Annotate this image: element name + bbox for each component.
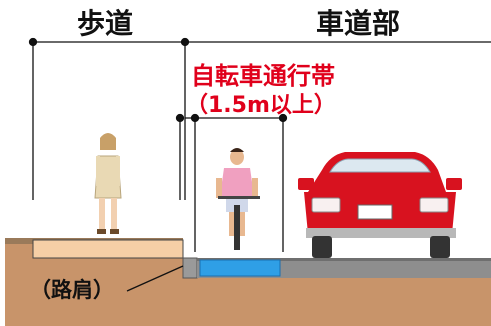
woman-walking-icon	[94, 133, 122, 234]
road-surface-top	[197, 258, 491, 261]
bike-lane-width-label: （1.5m以上）	[186, 93, 336, 118]
shoulder-label: （路肩）	[30, 278, 114, 302]
dimension-lines	[28, 37, 491, 292]
cyclist-icon	[216, 148, 260, 250]
curb	[182, 257, 198, 279]
sidewalk-label: 歩道	[77, 7, 133, 40]
roadway-label: 車道部	[316, 7, 400, 40]
car-icon	[298, 152, 462, 258]
bike-lane	[199, 259, 281, 277]
sidewalk-pavement	[32, 239, 184, 259]
bike-lane-name-label: 自転車通行帯	[191, 62, 335, 90]
ground	[5, 242, 491, 326]
